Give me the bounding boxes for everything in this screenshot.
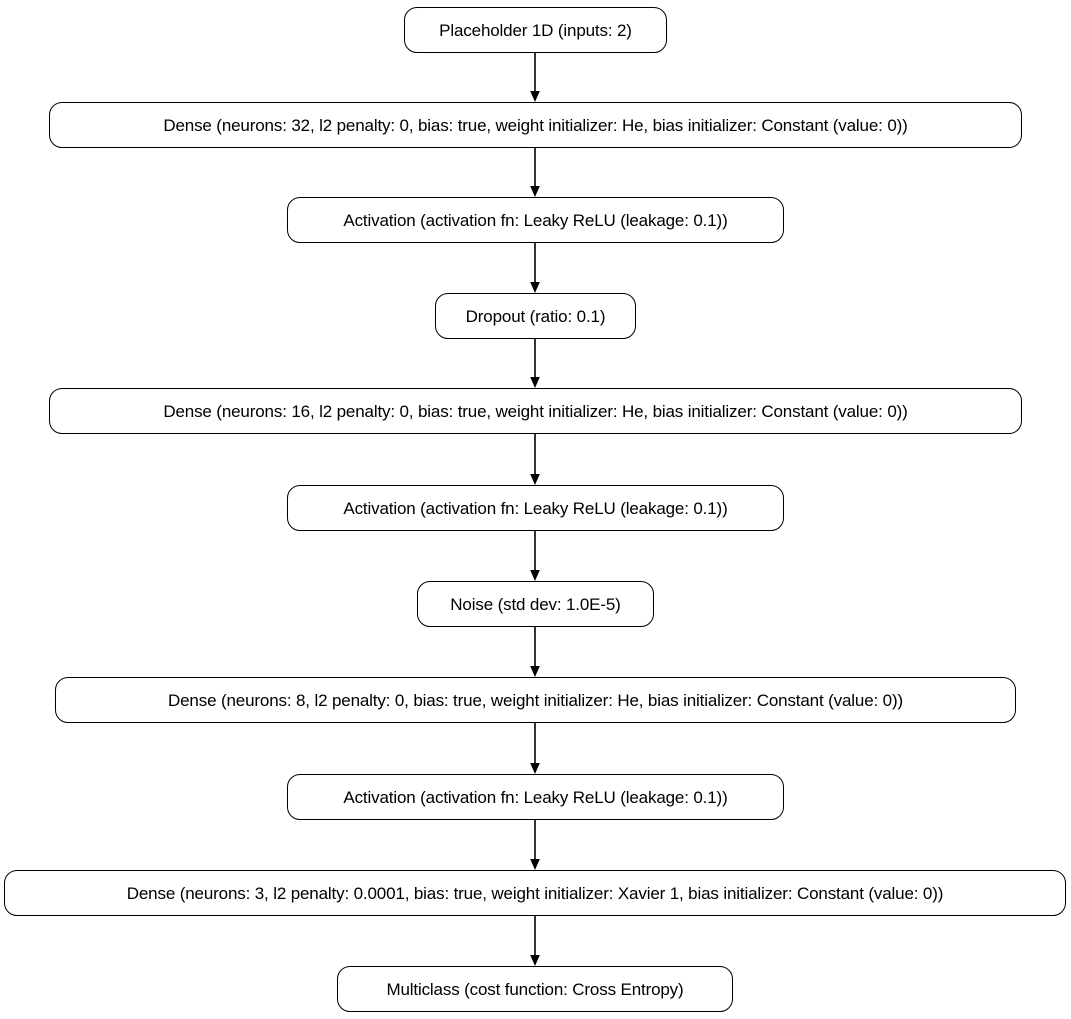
edge-dense-3-to-multiclass <box>525 916 545 966</box>
edge-activation-1-to-dropout <box>525 243 545 293</box>
node-dense-8[interactable]: Dense (neurons: 8, l2 penalty: 0, bias: … <box>55 677 1016 723</box>
node-dense-3[interactable]: Dense (neurons: 3, l2 penalty: 0.0001, b… <box>4 870 1066 916</box>
node-label-dense-32: Dense (neurons: 32, l2 penalty: 0, bias:… <box>163 115 908 135</box>
node-dropout[interactable]: Dropout (ratio: 0.1) <box>435 293 636 339</box>
edge-dense-32-to-activation-1 <box>525 148 545 197</box>
node-label-activation-2: Activation (activation fn: Leaky ReLU (l… <box>343 498 728 518</box>
node-label-dense-3: Dense (neurons: 3, l2 penalty: 0.0001, b… <box>126 883 944 903</box>
node-dense-16[interactable]: Dense (neurons: 16, l2 penalty: 0, bias:… <box>49 388 1022 434</box>
node-dense-32[interactable]: Dense (neurons: 32, l2 penalty: 0, bias:… <box>49 102 1022 148</box>
edge-activation-3-to-dense-3 <box>525 820 545 870</box>
node-label-activation-3: Activation (activation fn: Leaky ReLU (l… <box>343 787 728 807</box>
node-label-dropout: Dropout (ratio: 0.1) <box>465 306 606 326</box>
node-noise[interactable]: Noise (std dev: 1.0E-5) <box>417 581 654 627</box>
node-label-placeholder: Placeholder 1D (inputs: 2) <box>439 20 632 40</box>
node-label-noise: Noise (std dev: 1.0E-5) <box>450 594 621 614</box>
node-label-dense-16: Dense (neurons: 16, l2 penalty: 0, bias:… <box>163 401 908 421</box>
edge-noise-to-dense-8 <box>525 627 545 677</box>
edge-activation-2-to-noise <box>525 531 545 581</box>
node-label-multiclass: Multiclass (cost function: Cross Entropy… <box>386 979 684 999</box>
node-multiclass[interactable]: Multiclass (cost function: Cross Entropy… <box>337 966 733 1012</box>
edge-dropout-to-dense-16 <box>525 339 545 388</box>
node-placeholder[interactable]: Placeholder 1D (inputs: 2) <box>404 7 667 53</box>
node-activation-3[interactable]: Activation (activation fn: Leaky ReLU (l… <box>287 774 784 820</box>
edge-dense-16-to-activation-2 <box>525 434 545 485</box>
node-activation-1[interactable]: Activation (activation fn: Leaky ReLU (l… <box>287 197 784 243</box>
edge-placeholder-to-dense-32 <box>525 53 545 102</box>
node-label-activation-1: Activation (activation fn: Leaky ReLU (l… <box>343 210 728 230</box>
node-label-dense-8: Dense (neurons: 8, l2 penalty: 0, bias: … <box>168 690 903 710</box>
node-activation-2[interactable]: Activation (activation fn: Leaky ReLU (l… <box>287 485 784 531</box>
edge-dense-8-to-activation-3 <box>525 723 545 774</box>
